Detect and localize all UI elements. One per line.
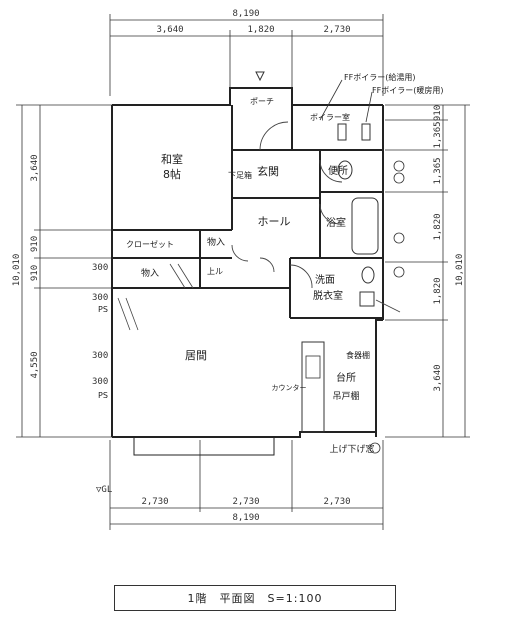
room-washroom-2: 脱衣室 xyxy=(313,289,343,302)
dim-300-2: 300 xyxy=(92,293,108,303)
top-total-dim: 8,190 xyxy=(232,9,259,19)
room-closet: クローゼット xyxy=(126,239,174,249)
right-dim-4: 1,820 xyxy=(433,213,443,240)
stairs xyxy=(117,263,194,331)
walls xyxy=(111,87,384,438)
dish-shelf-label: 食器棚 xyxy=(346,350,370,360)
room-washroom-1: 洗面 xyxy=(315,274,335,286)
hanging-shelf-label: 吊戸棚 xyxy=(332,390,359,402)
bottom-dimension xyxy=(109,440,384,530)
boiler-leaders xyxy=(319,79,373,123)
right-total-dim: 10,010 xyxy=(455,254,465,287)
ps-label-1: PS xyxy=(98,305,108,314)
right-dim-2: 1,365 xyxy=(433,121,443,148)
room-porch: ポーチ xyxy=(250,97,274,106)
room-entrance: 玄関 xyxy=(257,164,279,178)
door-swings xyxy=(231,121,401,313)
boiler-2 xyxy=(361,123,371,141)
top-dimension xyxy=(109,14,384,96)
kitchen-counter xyxy=(301,341,325,433)
room-bath: 浴室 xyxy=(326,216,346,229)
top-dim-1: 3,640 xyxy=(156,25,183,35)
room-shoe-rack: 下足箱 xyxy=(228,170,252,180)
counter-label: カウンター xyxy=(272,383,307,392)
left-dim-4: 4,550 xyxy=(30,351,40,378)
ps-label-2: PS xyxy=(98,391,108,400)
meter-circles xyxy=(369,160,405,454)
left-total-dim: 10,010 xyxy=(12,254,22,287)
bottom-dim-1: 2,730 xyxy=(141,497,168,507)
entrance-arrow xyxy=(255,71,265,82)
stairs-up-label: 上ル xyxy=(207,267,223,276)
room-storage-1: 物入 xyxy=(207,236,225,248)
dim-300-3: 300 xyxy=(92,351,108,361)
left-dim-1: 3,640 xyxy=(30,154,40,181)
top-dim-2: 1,820 xyxy=(247,25,274,35)
room-storage-2: 物入 xyxy=(141,267,159,279)
room-living: 居間 xyxy=(185,349,207,362)
right-dim-1: 910 xyxy=(433,105,443,121)
left-dim-3: 910 xyxy=(30,265,40,281)
right-dim-5: 1,820 xyxy=(433,277,443,304)
room-kitchen: 台所 xyxy=(336,371,356,384)
boiler-note-2: FFボイラー(暖房用) xyxy=(372,85,443,95)
washbasin xyxy=(361,266,375,284)
bottom-dim-2: 2,730 xyxy=(232,497,259,507)
washing-machine xyxy=(359,291,375,307)
bottom-total-dim: 8,190 xyxy=(232,513,259,523)
dim-300-1: 300 xyxy=(92,263,108,273)
boiler-1 xyxy=(337,123,347,141)
toilet-fixture xyxy=(337,160,353,180)
room-boiler: ボイラー室 xyxy=(310,112,350,122)
bottom-window xyxy=(133,436,275,456)
bathtub xyxy=(351,197,379,255)
right-dimension xyxy=(385,104,470,438)
right-dim-3: 1,365 xyxy=(433,157,443,184)
ground-level-mark: ▽GL xyxy=(96,485,112,495)
right-dim-6: 3,640 xyxy=(433,364,443,391)
room-toilet: 便所 xyxy=(328,164,348,177)
top-dim-3: 2,730 xyxy=(323,25,350,35)
left-dim-2: 910 xyxy=(30,236,40,252)
left-dimension xyxy=(16,104,112,438)
window-note: 上げ下げ窓 xyxy=(329,443,374,455)
room-hall: ホール xyxy=(258,215,291,228)
room-washitsu-size: 8帖 xyxy=(163,168,181,181)
bottom-dim-3: 2,730 xyxy=(323,497,350,507)
room-washitsu: 和室 xyxy=(161,152,183,166)
sink xyxy=(305,355,321,379)
dim-300-4: 300 xyxy=(92,377,108,387)
plan-title: 1階 平面図 S=1:100 xyxy=(114,585,396,611)
boiler-note-1: FFボイラー(給湯用) xyxy=(344,72,415,82)
